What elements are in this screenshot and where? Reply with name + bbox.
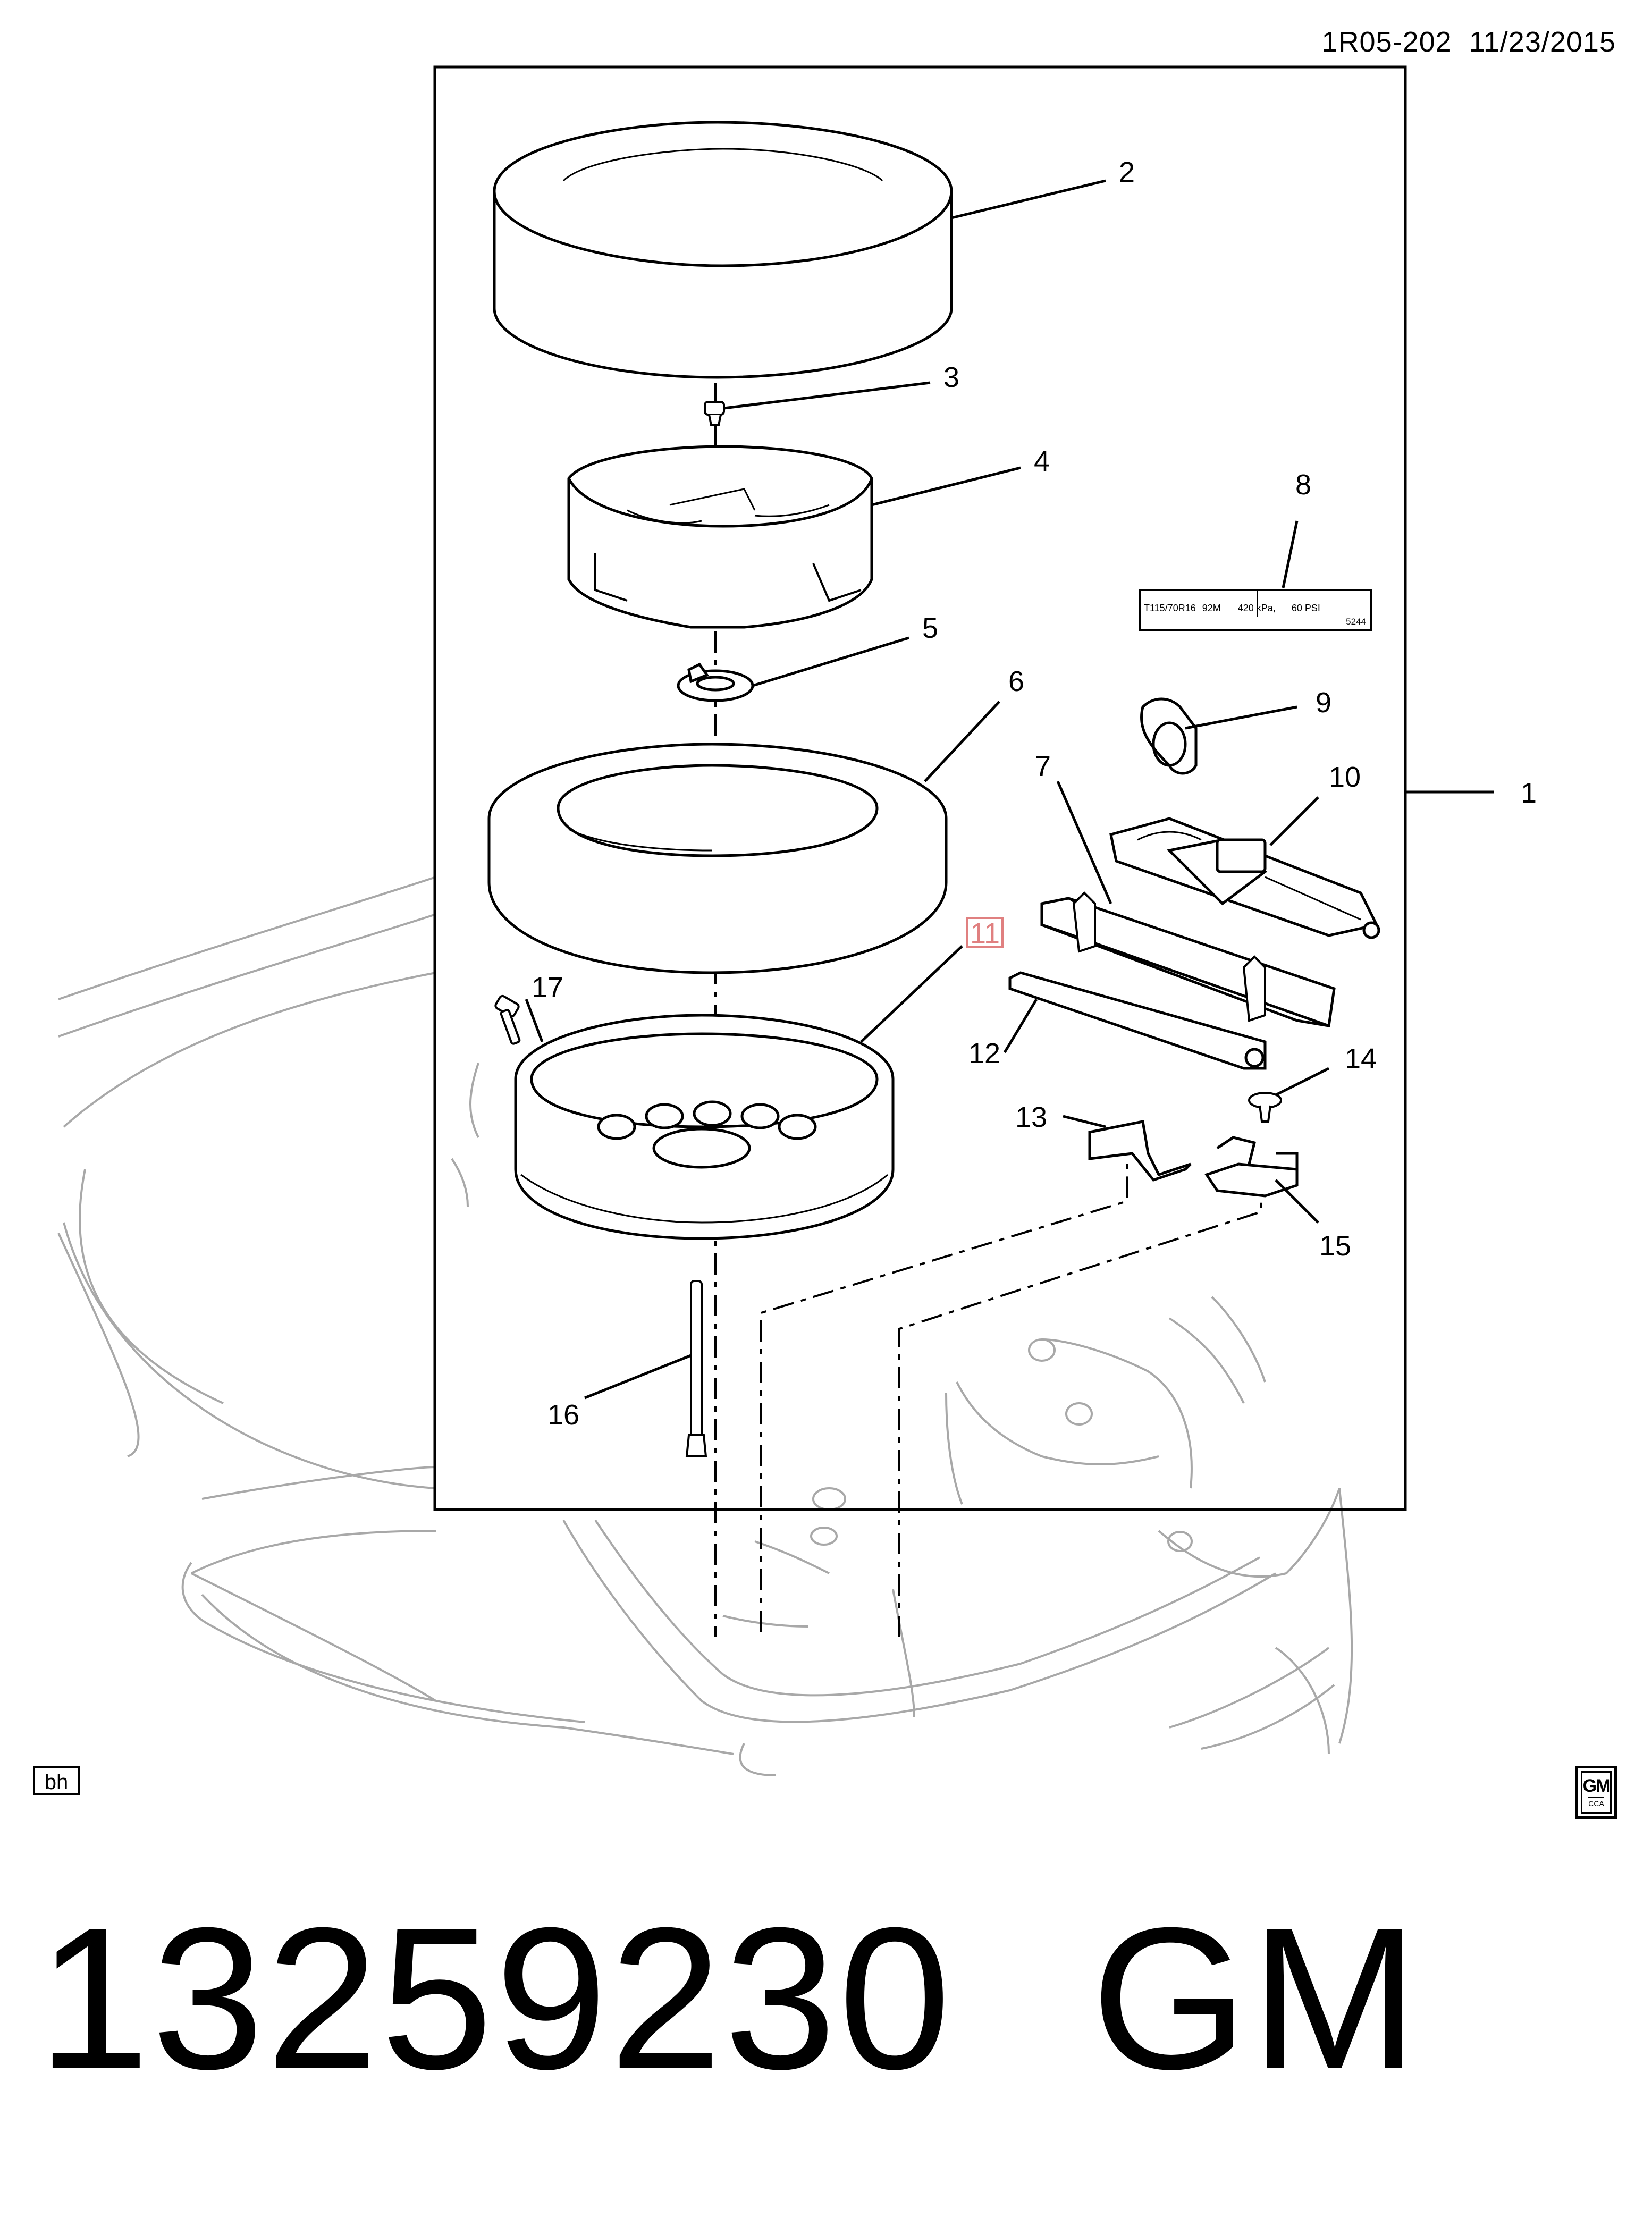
exploded-view-frame — [433, 65, 1407, 1511]
callout-2: 2 — [1119, 156, 1135, 188]
callout-11: 11 — [970, 917, 1000, 949]
gm-logo: GM CCA — [1575, 1766, 1617, 1819]
tire-load-rating: 92M — [1202, 603, 1221, 613]
cover-fastener — [704, 401, 725, 426]
callout-4: 4 — [1034, 445, 1050, 477]
wheel-hold-down-bolt — [685, 1280, 707, 1457]
vehicle-trunk-outline — [57, 876, 1353, 1776]
scissor-jack — [1109, 817, 1380, 939]
tire-size: T115/70R16 — [1144, 603, 1196, 613]
callout-17: 17 — [532, 972, 563, 1004]
wrench-adapter — [1140, 697, 1198, 775]
spare-wheel — [514, 1014, 895, 1240]
callout-12: 12 — [968, 1038, 1000, 1069]
tire-pressure-psi: 60 PSI — [1291, 603, 1320, 613]
callout-6: 6 — [1008, 665, 1024, 697]
callout-8: 8 — [1295, 469, 1311, 501]
drawing-ref: 1R05-202 — [1321, 26, 1452, 58]
wheel-retainer — [677, 662, 754, 702]
part-number: 13259230 — [37, 1885, 953, 2111]
tool-storage-container — [567, 445, 873, 629]
label-divider — [1257, 591, 1258, 617]
mounting-bracket — [1088, 1120, 1192, 1182]
label-code: 5244 — [1346, 617, 1366, 627]
retaining-clip — [1204, 1136, 1299, 1198]
gm-logo-text: GM — [1582, 1776, 1611, 1796]
callout-1: 1 — [1521, 777, 1537, 809]
callout-5: 5 — [922, 612, 938, 644]
jack-handle — [1008, 971, 1267, 1070]
callout-14: 14 — [1345, 1043, 1377, 1075]
callout-13: 13 — [1015, 1101, 1047, 1133]
callout-numbers: 1 2 3 4 5 6 7 8 9 10 11 12 13 14 15 16 1… — [532, 156, 1537, 1431]
bottom-left-tag: bh — [33, 1766, 80, 1795]
callout-3: 3 — [943, 361, 959, 393]
callout-15: 15 — [1319, 1230, 1351, 1262]
callout-16: 16 — [547, 1399, 579, 1431]
gm-logo-sub: CCA — [1588, 1797, 1604, 1808]
callout-9: 9 — [1316, 687, 1331, 719]
callout-7: 7 — [1035, 751, 1051, 782]
callout-10: 10 — [1329, 761, 1361, 793]
drawing-date: 11/23/2015 — [1469, 26, 1616, 58]
drawing-header: 1R05-202 11/23/2015 — [1159, 26, 1616, 58]
spare-tire-cover — [493, 121, 953, 379]
brand-name: GM — [1091, 1885, 1421, 2111]
callout-11-highlight — [966, 917, 1004, 948]
push-pin — [1248, 1092, 1282, 1123]
tool-bag — [1040, 891, 1336, 1027]
callout-leader-lines — [525, 179, 1494, 1400]
spare-tire — [487, 743, 948, 974]
small-bolt — [494, 994, 521, 1045]
